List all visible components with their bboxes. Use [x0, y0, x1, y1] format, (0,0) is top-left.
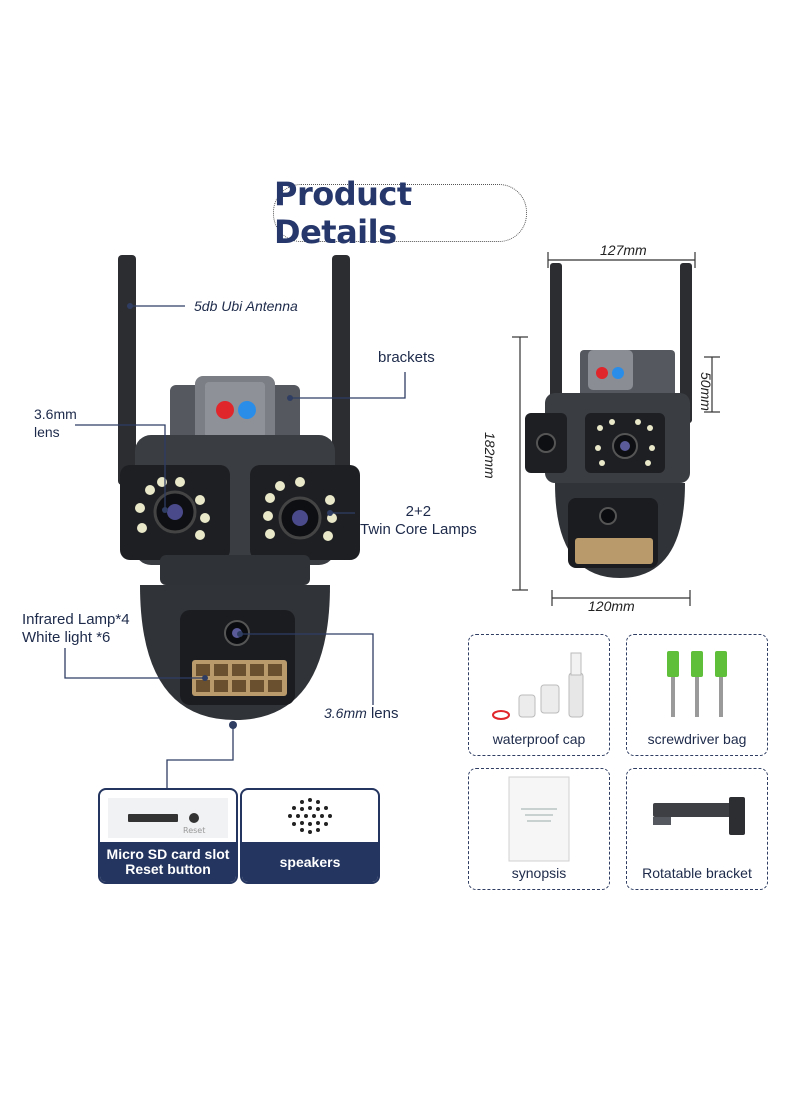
- page-title: Product Details: [273, 175, 527, 251]
- feature-card-sd-slot: Reset Micro SD card slot Reset button: [98, 788, 238, 884]
- accessory-card-screwdriver-bag: screwdriver bag: [626, 634, 768, 756]
- ir-lamp-label: Infrared Lamp*4 White light *6: [22, 611, 130, 646]
- speaker-grille-icon: [288, 798, 332, 834]
- accessory-label-rotatable-bracket: Rotatable bracket: [642, 865, 752, 881]
- accessory-card-synopsis: synopsis: [468, 768, 610, 890]
- lens-bottom-word: lens: [370, 705, 399, 722]
- antenna-left: [118, 255, 136, 485]
- screw-anchor-icon: [667, 651, 727, 717]
- accessory-card-waterproof-cap: waterproof cap: [468, 634, 610, 756]
- sd-slot-icon: Reset: [108, 798, 228, 838]
- dimension-width-top: 127mm: [600, 242, 647, 258]
- lens-bottom-mm: 3.6mm: [324, 705, 367, 721]
- lens-bottom-label: 3.6mm lens: [324, 705, 399, 722]
- manual-booklet-icon: [508, 776, 570, 862]
- svg-text:Reset: Reset: [183, 826, 205, 835]
- feature-card-speakers: speakers: [240, 788, 380, 884]
- brackets-label: brackets: [378, 349, 435, 366]
- antenna-right: [332, 255, 350, 485]
- antenna-label: 5db Ubi Antenna: [194, 298, 298, 314]
- blue-led-icon: [238, 401, 256, 419]
- wall-bracket-icon: [653, 797, 745, 835]
- accessory-label-synopsis: synopsis: [511, 865, 567, 881]
- feature-label-sd-slot: Micro SD card slot Reset button: [100, 842, 236, 882]
- lens-top-label: 3.6mm lens: [34, 406, 77, 440]
- feature-label-speakers: speakers: [242, 842, 378, 882]
- accessory-card-rotatable-bracket: Rotatable bracket: [626, 768, 768, 890]
- dimension-height-bracket: 50mm: [698, 372, 714, 411]
- main-camera-illustration: [118, 255, 360, 720]
- dimension-width-bottom: 120mm: [588, 598, 635, 614]
- twin-lamps-label: 2+2 Twin Core Lamps: [360, 503, 477, 538]
- accessory-label-waterproof-cap: waterproof cap: [492, 731, 586, 747]
- accessory-label-screwdriver-bag: screwdriver bag: [647, 731, 747, 747]
- red-led-icon: [216, 401, 234, 419]
- dimension-camera-illustration: [525, 263, 692, 578]
- dimension-height-total: 182mm: [482, 432, 498, 479]
- waterproof-cap-icon: [492, 652, 584, 720]
